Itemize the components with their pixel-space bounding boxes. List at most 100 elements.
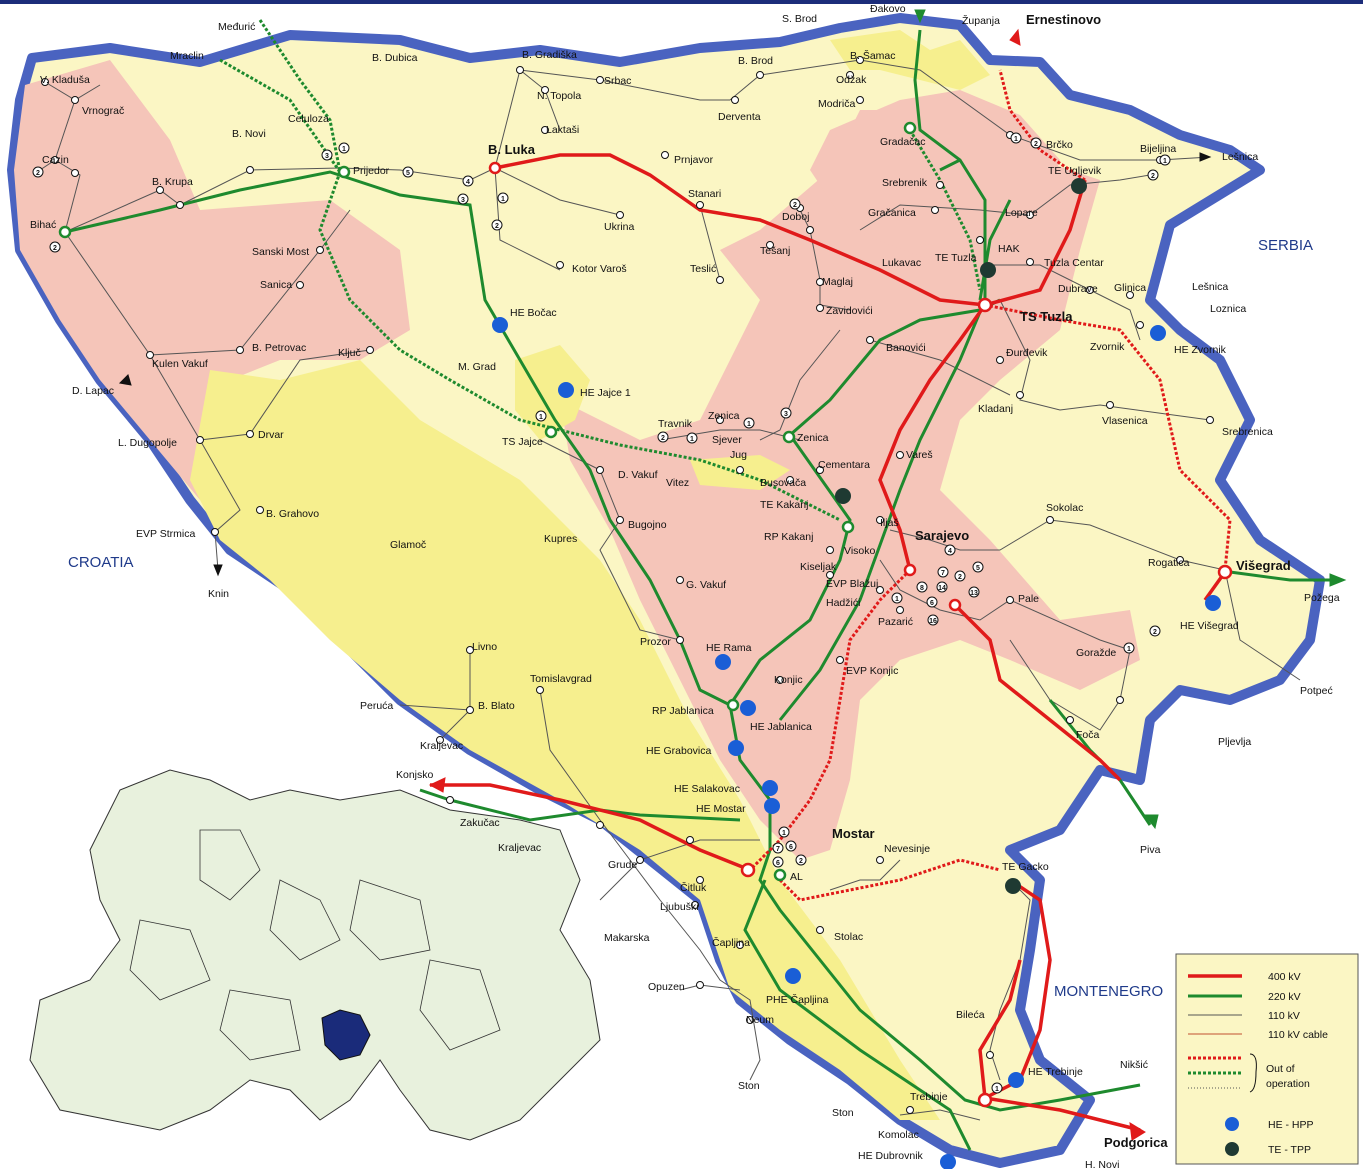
label-montenegro: MONTENEGRO xyxy=(1054,983,1163,1000)
place-label: B. Novi xyxy=(232,128,266,140)
place-label: Sjever xyxy=(712,434,742,446)
label-mostar: Mostar xyxy=(832,826,875,841)
place-label: Vareš xyxy=(906,449,933,461)
svg-text:1: 1 xyxy=(539,414,543,421)
place-label: Bileća xyxy=(956,1009,985,1021)
svg-text:2: 2 xyxy=(36,170,40,177)
place-label: Lopare xyxy=(1005,207,1038,219)
place-label: Konjsko xyxy=(396,769,434,781)
place-label: Laktaši xyxy=(546,124,579,136)
place-label: Celuloza xyxy=(288,113,329,125)
place-label: Stanari xyxy=(688,188,721,200)
place-label: Zvornik xyxy=(1090,341,1125,353)
place-label: Drvar xyxy=(258,429,284,441)
svg-text:14: 14 xyxy=(938,585,946,592)
yellow-zone-north xyxy=(830,30,990,90)
place-label: Derventa xyxy=(718,111,761,123)
place-label: G. Vakuf xyxy=(686,579,726,591)
place-label: B. Brod xyxy=(738,55,773,67)
place-label: Stolac xyxy=(834,931,863,943)
place-label: HE Rama xyxy=(706,642,752,654)
place-label: HE Višegrad xyxy=(1180,620,1239,632)
pink-zone-east xyxy=(810,90,1060,260)
place-label: Gračanica xyxy=(868,207,916,219)
place-label: Livno xyxy=(472,641,497,653)
svg-text:1: 1 xyxy=(690,436,694,443)
svg-text:7: 7 xyxy=(776,846,780,853)
svg-text:1: 1 xyxy=(895,596,899,603)
svg-text:3: 3 xyxy=(461,197,465,204)
place-label: Foča xyxy=(1076,729,1100,741)
label-ernestinovo: Ernestinovo xyxy=(1026,12,1101,27)
place-label: EVP Konjic xyxy=(846,665,898,677)
place-label: HE Zvornik xyxy=(1174,344,1227,356)
place-label: Jug xyxy=(730,449,747,461)
svg-text:1: 1 xyxy=(782,830,786,837)
place-label: Travnik xyxy=(658,418,693,430)
legend-220kv: 220 kV xyxy=(1268,991,1301,1003)
place-label: Knin xyxy=(208,588,229,600)
place-label: Lukavac xyxy=(882,257,921,269)
place-label: D. Lapac xyxy=(72,385,114,397)
svg-text:1: 1 xyxy=(995,1086,999,1093)
place-label: Tešanj xyxy=(760,245,790,257)
place-label: Goražde xyxy=(1076,647,1116,659)
svg-text:8: 8 xyxy=(920,585,924,592)
svg-text:2: 2 xyxy=(495,223,499,230)
place-label: HE Bočac xyxy=(510,307,557,319)
place-label: Vitez xyxy=(666,477,689,489)
place-label: PHE Čapljina xyxy=(766,993,829,1006)
place-label: Glinica xyxy=(1114,282,1146,294)
place-label: Modriča xyxy=(818,98,856,110)
legend-400kv: 400 kV xyxy=(1268,971,1301,983)
place-label: Cazin xyxy=(42,154,69,166)
place-label: Konjic xyxy=(774,674,803,686)
top-border-bar xyxy=(0,0,1363,4)
place-label: Pale xyxy=(1018,593,1039,605)
place-label: Srebrenik xyxy=(882,177,928,189)
place-label: Pljevlja xyxy=(1218,736,1251,748)
place-label: Banovići xyxy=(886,342,926,354)
place-labels: Međurić Mraclin B. Dubica B. Gradiška S.… xyxy=(30,3,1340,1169)
svg-text:2: 2 xyxy=(793,202,797,209)
place-label: Međurić xyxy=(218,21,255,33)
place-label: Teslić xyxy=(690,263,716,275)
place-label: Nikšić xyxy=(1120,1059,1148,1071)
place-label: Ston xyxy=(832,1107,854,1119)
svg-text:1: 1 xyxy=(342,146,346,153)
place-label: HE Grabovica xyxy=(646,745,712,757)
place-label: Kladanj xyxy=(978,403,1013,415)
svg-text:2: 2 xyxy=(53,245,57,252)
place-label: Busovača xyxy=(760,477,806,489)
place-label: Županja xyxy=(962,14,1000,27)
label-croatia: CROATIA xyxy=(68,554,134,571)
place-label: Makarska xyxy=(604,932,650,944)
place-label: Peruća xyxy=(360,700,393,712)
place-label: HE Mostar xyxy=(696,803,746,815)
svg-text:2: 2 xyxy=(1153,629,1157,636)
svg-text:5: 5 xyxy=(976,565,980,572)
place-label: TE Gacko xyxy=(1002,861,1049,873)
svg-text:1: 1 xyxy=(501,196,505,203)
place-label: B. Blato xyxy=(478,700,515,712)
label-visegrad: Višegrad xyxy=(1236,558,1291,573)
place-label: Odžak xyxy=(836,74,867,86)
place-label: Gradačac xyxy=(880,136,926,148)
place-label: Kraljevac xyxy=(498,842,541,854)
place-label: AL xyxy=(790,871,803,883)
place-label: Maglaj xyxy=(822,276,853,288)
place-label: Zenica xyxy=(708,410,740,422)
place-label: TE Kakanj xyxy=(760,499,808,511)
place-label: Prozor xyxy=(640,636,671,648)
place-label: Đurđevik xyxy=(1006,347,1048,359)
svg-text:6: 6 xyxy=(776,860,780,867)
place-label: Cementara xyxy=(818,459,870,471)
place-label: Zavidovići xyxy=(826,305,873,317)
svg-text:13: 13 xyxy=(970,590,978,597)
place-label: Brčko xyxy=(1046,139,1073,151)
place-label: Vrnograč xyxy=(82,105,124,117)
label-banja-luka: B. Luka xyxy=(488,142,536,157)
legend-operation: operation xyxy=(1266,1078,1310,1090)
